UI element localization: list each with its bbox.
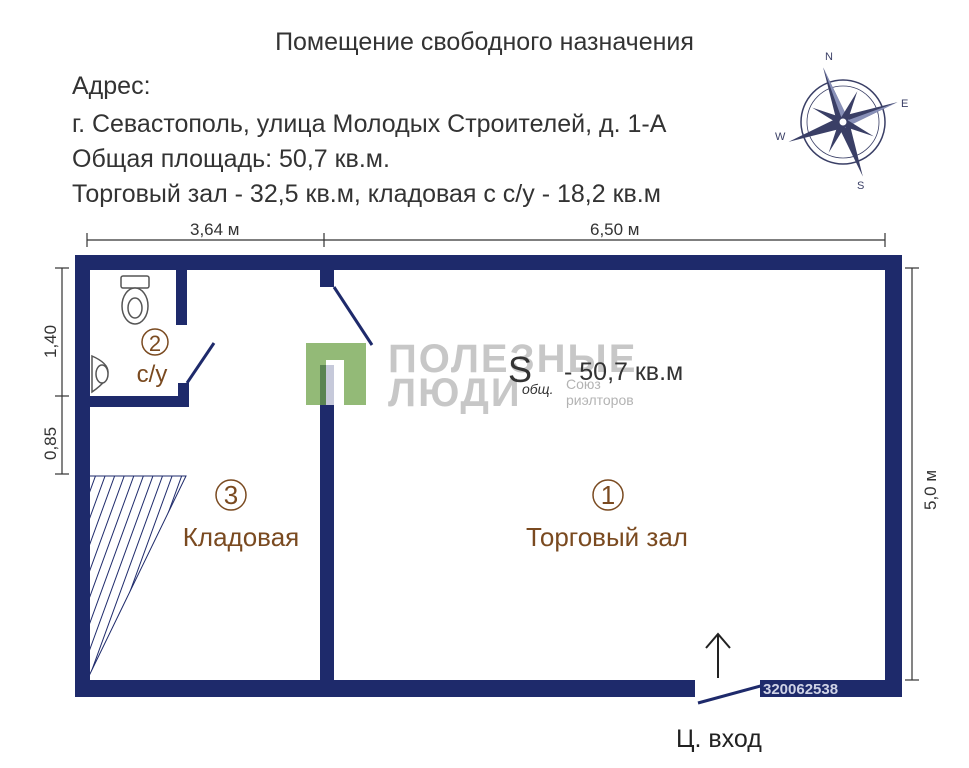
- dim-right: 5,0 м: [921, 470, 940, 510]
- address-label: Адрес:: [72, 72, 151, 100]
- watermark-line1: ПОЛЕЗНЫЕ: [388, 337, 637, 381]
- room-1-number-circle: [592, 479, 624, 511]
- area-value: - 50,7 кв.м: [564, 358, 683, 386]
- compass-w-label: W: [775, 131, 786, 143]
- room-2-number-circle: [141, 328, 169, 356]
- room-2-label: с/у: [137, 361, 168, 388]
- dim-left-lower: 0,85: [41, 427, 60, 460]
- area-breakdown-text: Торговый зал - 32,5 кв.м, кладовая с с/у…: [72, 180, 661, 208]
- walls: [75, 255, 902, 697]
- room-3-label: Кладовая: [183, 522, 299, 552]
- watermark-line2: ЛЮДИ: [388, 371, 522, 415]
- total-area-label: S общ. - 50,7 кв.м: [508, 349, 683, 397]
- watermark-sub2: риэлторов: [566, 392, 634, 408]
- plan-title: Помещение свободного назначения: [275, 28, 694, 56]
- compass-s-label: S: [857, 180, 864, 192]
- hatched-area: [87, 475, 187, 679]
- left-dimension-line: [55, 267, 69, 475]
- toilet-icon: [120, 275, 150, 325]
- watermark-sub1: Союз: [566, 376, 601, 392]
- top-dimension-line: [86, 233, 886, 247]
- listing-id: 320062538: [763, 681, 838, 698]
- room-1-number: 1: [601, 480, 615, 510]
- dim-top-left: 3,64 м: [190, 220, 240, 239]
- doors: [185, 286, 769, 705]
- right-dimension-line: [905, 267, 919, 681]
- room-3-number: 3: [224, 480, 238, 510]
- total-area-text: Общая площадь: 50,7 кв.м.: [72, 145, 390, 173]
- sink-icon: [91, 354, 109, 394]
- room-1-label: Торговый зал: [526, 522, 688, 552]
- watermark-logo: ПОЛЕЗНЫЕ ЛЮДИ Союз риэлторов: [306, 337, 637, 415]
- dim-top-right: 6,50 м: [590, 220, 640, 239]
- entrance-arrow-icon: [705, 632, 731, 678]
- compass-n-label: N: [825, 51, 833, 63]
- area-symbol: S: [508, 349, 532, 390]
- room-2-number: 2: [149, 331, 161, 356]
- compass-e-label: E: [901, 98, 908, 110]
- compass-rose-icon: N E S W: [775, 51, 908, 192]
- area-subscript: общ.: [522, 381, 553, 397]
- dim-left-upper: 1,40: [41, 325, 60, 358]
- address-text: г. Севастополь, улица Молодых Строителей…: [72, 110, 667, 138]
- room-3-number-circle: [215, 479, 247, 511]
- entrance-label: Ц. вход: [676, 725, 762, 753]
